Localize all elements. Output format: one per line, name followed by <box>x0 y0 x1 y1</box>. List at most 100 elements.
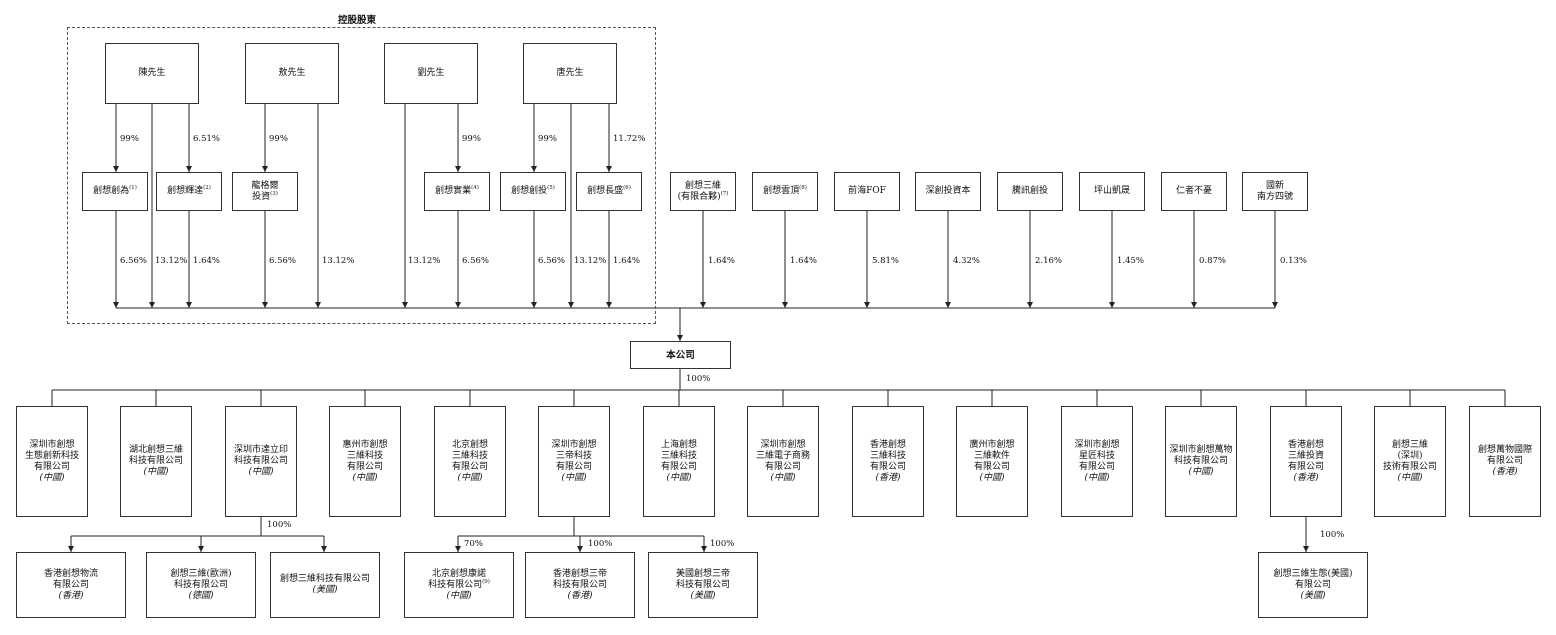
box-line: 國新 <box>1265 180 1284 191</box>
footnote-ref: (1) <box>129 185 137 191</box>
box-line: 科技有限公司(9) <box>428 578 490 590</box>
founder-zhao: 敖先生 <box>245 43 339 104</box>
box-line: 科技有限公司 <box>173 579 228 590</box>
box-line: 星匠科技 <box>1078 450 1115 461</box>
region-label: (美國) <box>690 590 716 601</box>
box-line: 香港創想 <box>869 439 906 450</box>
region-label: (中國) <box>1188 467 1214 477</box>
shareholder-to-company-pct: 2.16% <box>1035 256 1063 266</box>
region-label: (中國) <box>979 472 1005 483</box>
box-line: 敖先生 <box>278 68 306 78</box>
subsidiary-s14: 創想三維(深圳)技術有限公司(中國) <box>1374 406 1446 517</box>
box-line: 有限公司 <box>1287 461 1324 472</box>
child-pct: 70% <box>464 539 483 549</box>
region-label: (中國) <box>446 590 472 601</box>
box-line: 惠州市創想 <box>342 439 388 450</box>
shareholder-o6: 坪山凱晟 <box>1079 172 1145 211</box>
box-line: 深圳市創想 <box>760 439 806 450</box>
footnote-ref: (3) <box>270 190 278 197</box>
group-title: 控股股東 <box>338 15 377 26</box>
child-pct: 100% <box>710 539 735 549</box>
region-label: (香港) <box>875 472 901 483</box>
shareholder-o1: 創想三維(有限合夥)(7) <box>670 172 736 211</box>
box-line: 龍格爾 <box>251 180 279 191</box>
box-line: 陳先生 <box>138 68 166 78</box>
founder-to-entity-pct: 99% <box>462 134 481 144</box>
region-label: (中國) <box>561 472 587 483</box>
holding-entity-e6: 創想長盛(6) <box>576 172 642 211</box>
box-line: 有限公司 <box>555 461 592 472</box>
region-label: (香港) <box>1492 467 1518 477</box>
entity-to-company-pct: 1.64% <box>613 256 641 266</box>
sub-subsidiary-t1: 香港創想物流有限公司(香港) <box>16 552 126 618</box>
sub-subsidiary-t4: 北京創想康諾科技有限公司(9)(中國) <box>404 552 514 618</box>
subsidiary-s13: 香港創想三維投資有限公司(香港) <box>1270 406 1342 517</box>
subsidiary-s10: 廣州市創想三維軟件有限公司(中國) <box>956 406 1028 517</box>
shareholder-o7: 仁者不憂 <box>1161 172 1227 211</box>
box-line: 香港創想 <box>1287 439 1324 450</box>
founder-to-entity-pct: 6.51% <box>193 134 221 144</box>
entity-to-company-pct: 6.56% <box>462 256 490 266</box>
region-label: (美國) <box>312 585 338 595</box>
box-line: 生態創新科技 <box>24 450 79 461</box>
box-line: 技術有限公司 <box>1382 461 1437 472</box>
box-line: 科技有限公司 <box>552 579 607 590</box>
shareholder-o5: 騰訊創投 <box>997 172 1063 211</box>
box-line: 創想三維科技有限公司 <box>279 574 370 584</box>
subsidiary-s2: 湖北創想三維科技有限公司(中國) <box>120 406 192 517</box>
region-label: (中國) <box>143 467 169 477</box>
box-line: 有限公司 <box>764 461 801 472</box>
subsidiary-s4: 惠州市創想三維科技有限公司(中國) <box>329 406 401 517</box>
holding-entity-e5: 創想創投(5) <box>500 172 566 211</box>
box-line: 湖北創想三維 <box>128 445 183 455</box>
footnote-ref: (4) <box>471 185 479 191</box>
box-line: 創想長盛(6) <box>587 185 631 196</box>
box-line: 深圳市創想萬物 <box>1169 445 1233 455</box>
shareholder-o3: 前海FOF <box>834 172 900 211</box>
founder-direct-pct: 13.12% <box>322 256 355 266</box>
box-line: 上海創想 <box>660 439 697 450</box>
subsidiary-s9: 香港創想三維科技有限公司(香港) <box>852 406 924 517</box>
region-label: (香港) <box>58 590 84 601</box>
box-line: 科技有限公司 <box>1173 456 1228 466</box>
sub-subsidiary-t3: 創想三維科技有限公司(美國) <box>270 552 380 618</box>
box-line: 騰訊創投 <box>1011 186 1048 196</box>
subsidiary-s1: 深圳市創想生態創新科技有限公司(中國) <box>16 406 88 517</box>
subsidiary-s11: 深圳市創想星匠科技有限公司(中國) <box>1061 406 1133 517</box>
company-box: 本公司 <box>630 341 731 369</box>
founder-direct-pct: 13.12% <box>408 256 441 266</box>
region-label: (美國) <box>1300 590 1326 601</box>
shareholder-to-company-pct: 4.32% <box>953 256 981 266</box>
box-line: 三維科技 <box>346 450 383 461</box>
founder-to-entity-pct: 99% <box>538 134 557 144</box>
footnote-ref: (6) <box>623 185 631 191</box>
entity-to-company-pct: 1.64% <box>193 256 221 266</box>
region-label: (中國) <box>1397 472 1423 483</box>
box-line: 美國創想三帝 <box>675 568 730 579</box>
box-line: 深圳市達立印 <box>233 445 288 455</box>
box-line: 有限公司 <box>33 461 70 472</box>
box-line: 創想創為(1) <box>93 185 137 196</box>
holding-entity-e4: 創想實業(4) <box>424 172 490 211</box>
box-line: 有限公司 <box>869 461 906 472</box>
box-line: 三維電子商務 <box>755 450 810 461</box>
box-line: 創想雲頂(8) <box>763 185 807 196</box>
box-line: 香港創想三帝 <box>552 568 607 579</box>
subsidiary-s7: 上海創想三維科技有限公司(中國) <box>643 406 715 517</box>
group-pct: 100% <box>267 520 292 530</box>
box-line: 本公司 <box>666 349 695 361</box>
box-line: 創想三維(歐洲) <box>170 568 232 579</box>
box-line: 有限公司 <box>1078 461 1115 472</box>
box-line: 劉先生 <box>417 68 445 78</box>
subsidiary-s12: 深圳市創想萬物科技有限公司(中國) <box>1165 406 1237 517</box>
box-line: 有限公司 <box>346 461 383 472</box>
group-pct: 100% <box>1320 530 1345 540</box>
box-line: 有限公司 <box>451 461 488 472</box>
box-line: 廣州市創想 <box>969 439 1015 450</box>
entity-to-company-pct: 6.56% <box>269 256 297 266</box>
subsidiary-s5: 北京創想三維科技有限公司(中國) <box>434 406 506 517</box>
box-line: 深圳市創想 <box>1074 439 1120 450</box>
box-line: 三維科技 <box>869 450 906 461</box>
sub-subsidiary-t6: 美國創想三帝科技有限公司(美國) <box>648 552 758 618</box>
box-line: 坪山凱晟 <box>1093 186 1130 196</box>
